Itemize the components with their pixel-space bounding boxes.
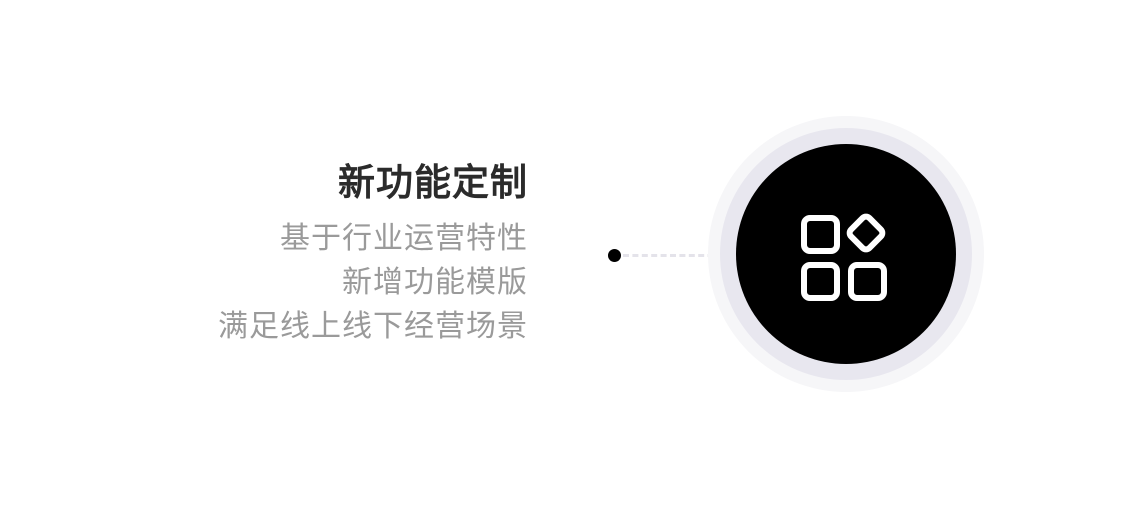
- icon-circle: [736, 144, 956, 364]
- apps-grid-icon: [801, 213, 887, 301]
- feature-description-line: 新增功能模版: [342, 265, 528, 300]
- connector-dashed-line: [623, 254, 723, 257]
- feature-title: 新功能定制: [338, 161, 528, 204]
- connector-dot: [608, 249, 621, 262]
- feature-description-line: 满足线上线下经营场景: [218, 309, 528, 344]
- feature-description-line: 基于行业运营特性: [280, 221, 528, 256]
- feature-text: 新功能定制 基于行业运营特性 新增功能模版 满足线上线下经营场景: [218, 155, 528, 349]
